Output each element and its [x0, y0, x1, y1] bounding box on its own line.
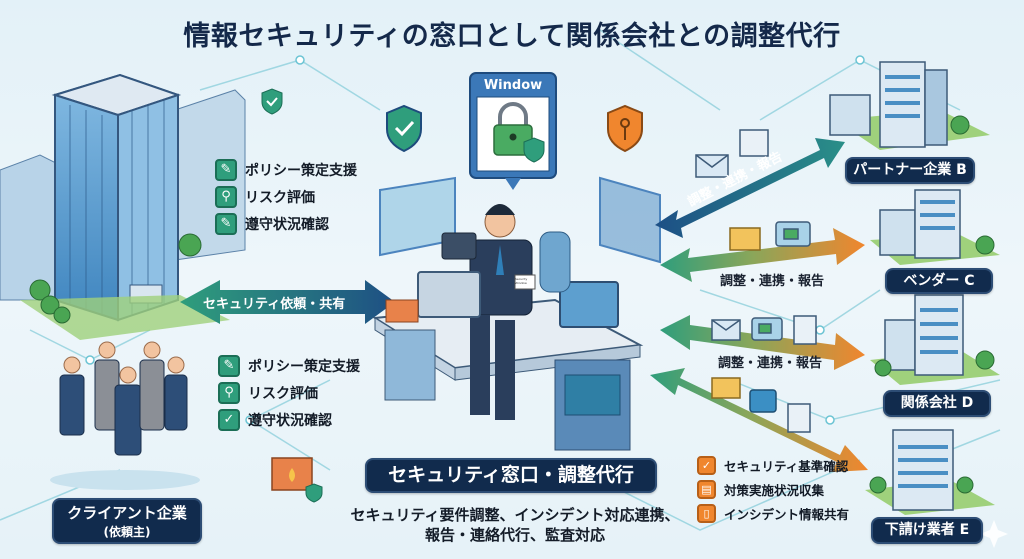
- envelope-icon-e: [711, 377, 741, 399]
- client-company-label: クライアント企業 (依頼主): [52, 498, 202, 544]
- shield-check-icon: [386, 104, 422, 153]
- page-title: 情報セキュリティの窓口として関係会社との調整代行: [183, 21, 841, 52]
- task-item: ⚲ リスク評価: [218, 379, 360, 406]
- security-window-badge-text: Security Window: [515, 277, 528, 285]
- arrow-to-partner-b: [655, 138, 845, 238]
- envelope-open-icon: [729, 227, 761, 251]
- window-badge: [469, 72, 557, 190]
- client-people-group: [50, 341, 200, 490]
- vendor-check-item: ▯ インシデント情報共有: [697, 501, 849, 525]
- client-company-role: (依頼主): [103, 525, 151, 539]
- checkmark-icon: ✓: [218, 408, 240, 431]
- partner-label-b: パートナー企業 B: [845, 157, 975, 184]
- task-item: ✎ ポリシー策定支援: [215, 156, 357, 183]
- client-task-list-top: ✎ ポリシー策定支援 ⚲ リスク評価 ✎ 遵守状況確認: [215, 156, 357, 237]
- document-icon: ▯: [697, 503, 716, 523]
- partner-label-e: 下請け業者 E: [871, 517, 983, 544]
- floating-screen-right: [599, 176, 661, 264]
- partner-building-c: [870, 189, 1000, 265]
- task-item: ⚲ リスク評価: [215, 183, 357, 210]
- shield-key-icon: [607, 104, 643, 153]
- partner-building-b: [829, 61, 990, 150]
- partner-label-c: ベンダー C: [885, 268, 993, 294]
- envelope-icon: [695, 154, 729, 178]
- client-task-list-bottom: ✎ ポリシー策定支援 ⚲ リスク評価 ✓ 遵守状況確認: [218, 352, 360, 433]
- description-line-1: セキュリティ要件調整、インシデント対応連携、: [350, 506, 680, 524]
- vendor-check-list: ✓ セキュリティ基準確認 ▤ 対策実施状況収集 ▯ インシデント情報共有: [697, 453, 849, 525]
- center-service-description: セキュリティ要件調整、インシデント対応連携、 報告・連絡代行、監査対応: [330, 505, 700, 545]
- security-request-arrow-label: セキュリティ依頼・共有: [203, 297, 346, 312]
- video-call-icon-d: [751, 317, 783, 341]
- client-hq-building: [0, 73, 246, 340]
- chat-icon: [749, 389, 777, 413]
- magnifier-icon: ⚲: [215, 185, 237, 208]
- security-officer-desk: [371, 204, 644, 451]
- window-label: Window: [483, 78, 543, 93]
- center-service-title: セキュリティ窓口・調整代行: [365, 458, 657, 493]
- arrow-to-vendor-c: [660, 228, 865, 282]
- task-item: ✎ 遵守状況確認: [215, 210, 357, 237]
- partner-building-d: [870, 294, 1000, 385]
- shield-check-small-icon: [261, 88, 283, 115]
- envelope-icon-d: [711, 319, 741, 341]
- document-icon-d: [793, 315, 817, 345]
- arrow-label-vendor-c: 調整・連携・報告: [720, 274, 825, 289]
- arrow-label-affiliate-d: 調整・連携・報告: [718, 356, 823, 371]
- clipboard-pen-icon: ✎: [215, 212, 237, 235]
- partner-building-e: [865, 429, 995, 515]
- video-call-icon: [775, 221, 811, 247]
- vendor-check-item: ✓ セキュリティ基準確認: [697, 453, 849, 477]
- task-item: ✓ 遵守状況確認: [218, 406, 360, 433]
- task-item: ✎ ポリシー策定支援: [218, 352, 360, 379]
- security-request-arrow: [180, 280, 395, 324]
- document-pen-icon: ✎: [218, 354, 240, 377]
- arrow-to-subcontractor-e: [650, 368, 868, 472]
- firewall-icon: [271, 457, 323, 503]
- document-icon-e: [787, 403, 811, 433]
- client-company-name: クライアント企業: [67, 504, 187, 522]
- partner-label-d: 関係会社 D: [883, 390, 991, 417]
- sparkle-icon: [980, 520, 1008, 548]
- report-collect-icon: ▤: [697, 479, 716, 499]
- checkmark-icon: ✓: [697, 455, 716, 475]
- document-icon: [739, 129, 769, 157]
- vendor-check-item: ▤ 対策実施状況収集: [697, 477, 849, 501]
- description-line-2: 報告・連絡代行、監査対応: [424, 526, 605, 544]
- document-pen-icon: ✎: [215, 158, 237, 181]
- magnifier-icon: ⚲: [218, 381, 240, 404]
